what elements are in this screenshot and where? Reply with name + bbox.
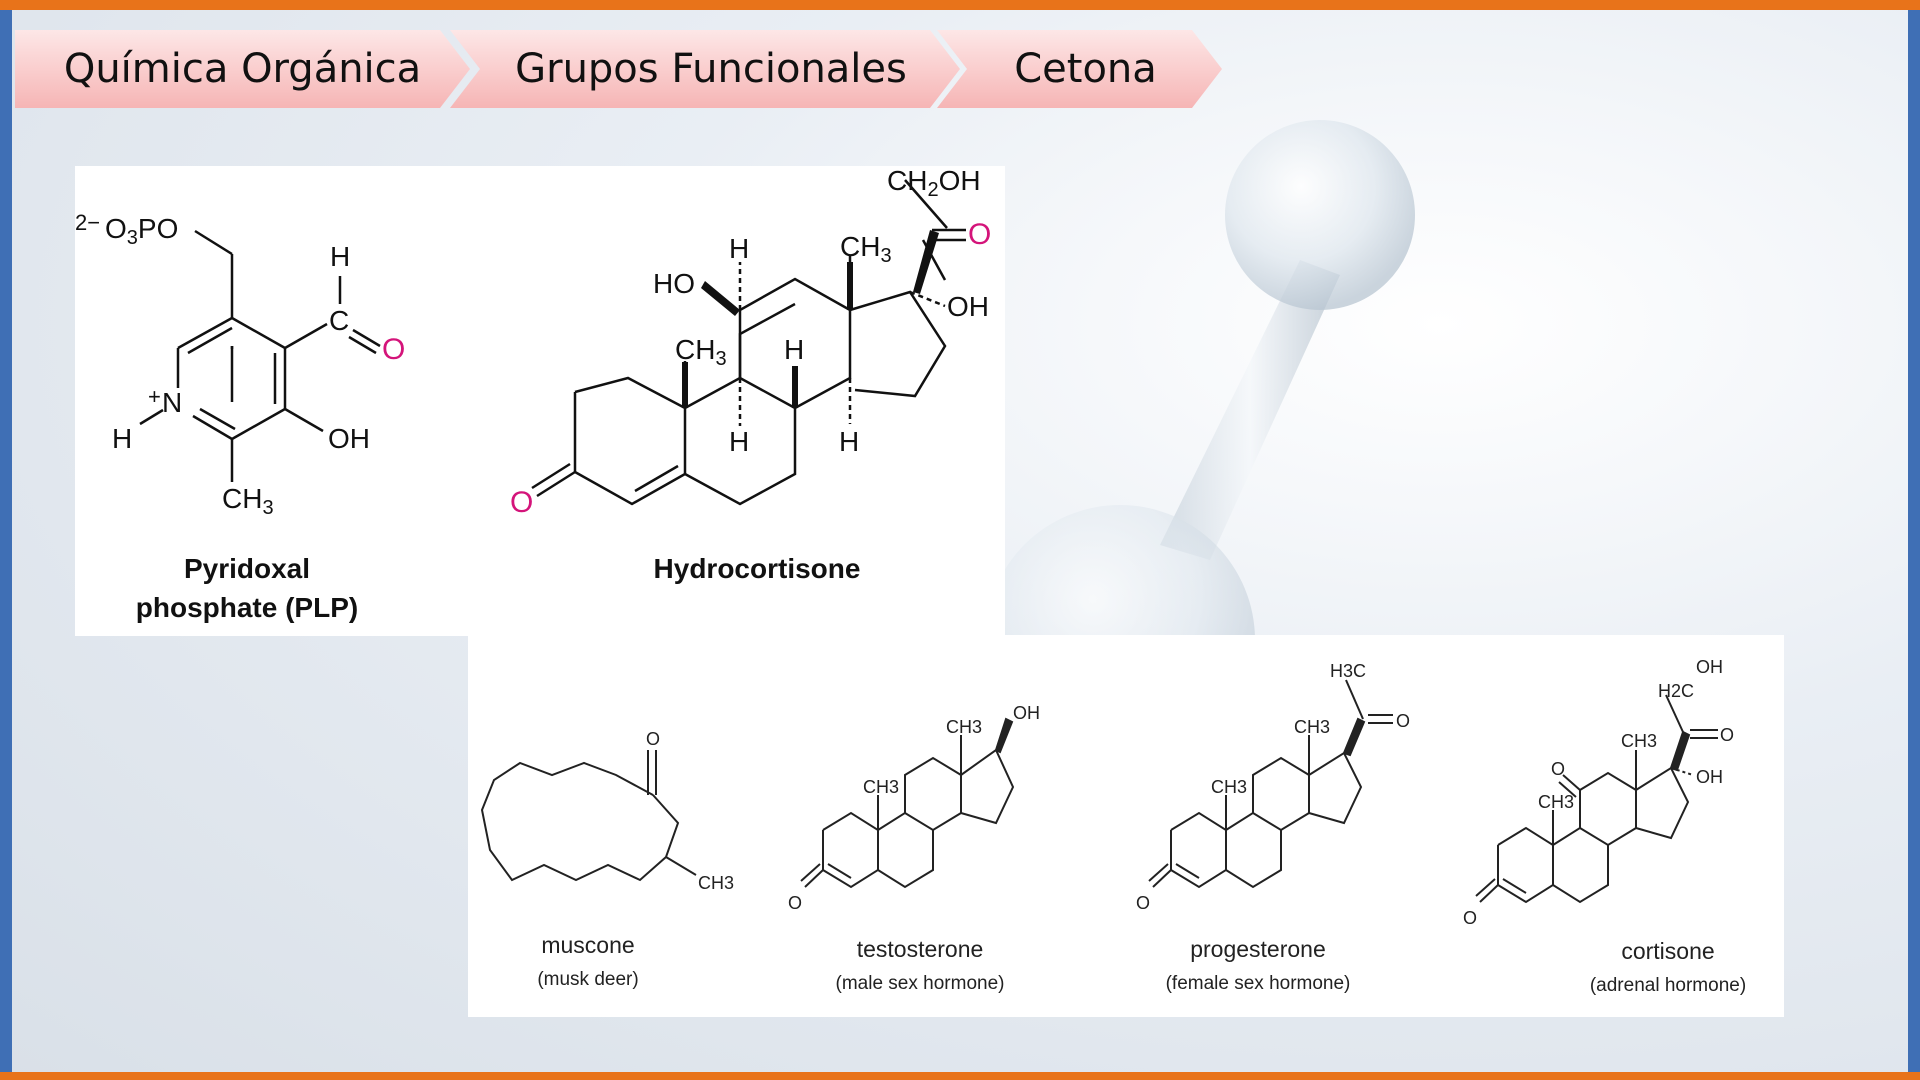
cortisone-ring-oxygen: O bbox=[1463, 908, 1477, 928]
hc-h14: H bbox=[839, 426, 859, 457]
plp-methyl: CH3 bbox=[222, 483, 274, 519]
bottom-structures-panel: O CH3 OH CH3 CH3 O H3C O CH3 CH3 O OH H2… bbox=[468, 635, 1784, 1017]
left-frame-bar bbox=[0, 10, 12, 1072]
plp-aldehyde-o: O bbox=[382, 333, 405, 366]
hc-side-oxygen: O bbox=[968, 218, 991, 251]
progesterone-name: progesterone bbox=[1190, 936, 1326, 962]
breadcrumb-quimica-organica[interactable]: Química Orgánica bbox=[15, 30, 470, 108]
hc-ch2oh: CH2OH bbox=[887, 166, 981, 201]
cortisone-name: cortisone bbox=[1621, 938, 1714, 964]
top-accent-bar bbox=[0, 0, 1920, 10]
hc-11-hydroxyl: HO bbox=[653, 268, 695, 299]
hc-methyl-18: CH3 bbox=[840, 231, 892, 267]
wedge-bond bbox=[701, 281, 740, 316]
testosterone-methyl-19: CH3 bbox=[863, 777, 899, 797]
progesterone-methyl-21: H3C bbox=[1330, 661, 1366, 681]
plp-aldehyde-h: H bbox=[330, 241, 350, 272]
hc-ring-oxygen: O bbox=[510, 486, 533, 519]
muscone-oxygen: O bbox=[646, 729, 660, 749]
hc-17-hydroxyl: OH bbox=[947, 291, 989, 322]
plp-nitrogen: N bbox=[162, 387, 182, 418]
testosterone-name: testosterone bbox=[857, 936, 984, 962]
cortisone-note: (adrenal hormone) bbox=[1590, 975, 1746, 996]
right-frame-bar bbox=[1908, 10, 1920, 1072]
plp-charge: 2− bbox=[75, 210, 100, 235]
cortisone-rings bbox=[1475, 694, 1718, 904]
plp-o3po-label: O3PO bbox=[105, 213, 178, 249]
breadcrumb-label: Cetona bbox=[1014, 46, 1157, 92]
progesterone-side-oxygen: O bbox=[1396, 711, 1410, 731]
bottom-structures-svg: O CH3 OH CH3 CH3 O H3C O CH3 CH3 O OH H2… bbox=[480, 657, 1746, 996]
muscone-ring bbox=[480, 761, 680, 882]
cortisone-methyl-19: CH3 bbox=[1538, 792, 1574, 812]
hydrocortisone-name: Hydrocortisone bbox=[654, 553, 861, 584]
top-structures-svg: 2− O3PO H C O N + H OH CH3 Pyridoxal pho… bbox=[75, 165, 991, 623]
breadcrumb-grupos-funcionales[interactable]: Grupos Funcionales bbox=[450, 30, 960, 108]
progesterone-methyl-19: CH3 bbox=[1211, 777, 1247, 797]
testosterone-hydroxyl: OH bbox=[1013, 703, 1040, 723]
progesterone-note: (female sex hormone) bbox=[1166, 973, 1351, 994]
cortisone-methyl-18: CH3 bbox=[1621, 731, 1657, 751]
muscone-name: muscone bbox=[541, 932, 634, 958]
progesterone-rings bbox=[1148, 679, 1393, 889]
cortisone-ch2: H2C bbox=[1658, 681, 1694, 701]
plp-name-line1: Pyridoxal bbox=[184, 553, 310, 584]
breadcrumb-label: Química Orgánica bbox=[63, 46, 422, 92]
progesterone-methyl-18: CH3 bbox=[1294, 717, 1330, 737]
hc-h9: H bbox=[729, 426, 749, 457]
wedge-bond bbox=[847, 262, 853, 310]
plp-name-line2: phosphate (PLP) bbox=[136, 592, 358, 623]
cortisone-11-oxygen: O bbox=[1551, 759, 1565, 779]
cortisone-side-oxygen: O bbox=[1720, 725, 1734, 745]
top-structures-panel: 2− O3PO H C O N + H OH CH3 Pyridoxal pho… bbox=[75, 165, 1005, 636]
testosterone-oxygen: O bbox=[788, 893, 802, 913]
muscone-methyl: CH3 bbox=[698, 873, 734, 893]
bottom-accent-bar bbox=[0, 1072, 1920, 1080]
plp-nitrogen-charge: + bbox=[148, 384, 161, 409]
cortisone-21-hydroxyl: OH bbox=[1696, 657, 1723, 677]
cortisone-17-hydroxyl: OH bbox=[1696, 767, 1723, 787]
testosterone-rings bbox=[800, 735, 1015, 889]
wedge-bond bbox=[913, 230, 939, 294]
plp-nh-hydrogen: H bbox=[112, 423, 132, 454]
muscone-note: (musk deer) bbox=[537, 969, 638, 990]
wedge-bond bbox=[792, 366, 798, 408]
plp-aldehyde-c: C bbox=[329, 305, 349, 336]
hc-h11: H bbox=[729, 233, 749, 264]
wedge-bond bbox=[682, 362, 688, 408]
testosterone-note: (male sex hormone) bbox=[836, 973, 1005, 994]
breadcrumb-label: Grupos Funcionales bbox=[515, 46, 907, 92]
breadcrumb-cetona[interactable]: Cetona bbox=[937, 30, 1222, 108]
hc-h8: H bbox=[784, 334, 804, 365]
plp-hydroxyl: OH bbox=[328, 423, 370, 454]
hc-methyl-19: CH3 bbox=[675, 334, 727, 370]
testosterone-methyl-18: CH3 bbox=[946, 717, 982, 737]
progesterone-ring-oxygen: O bbox=[1136, 893, 1150, 913]
